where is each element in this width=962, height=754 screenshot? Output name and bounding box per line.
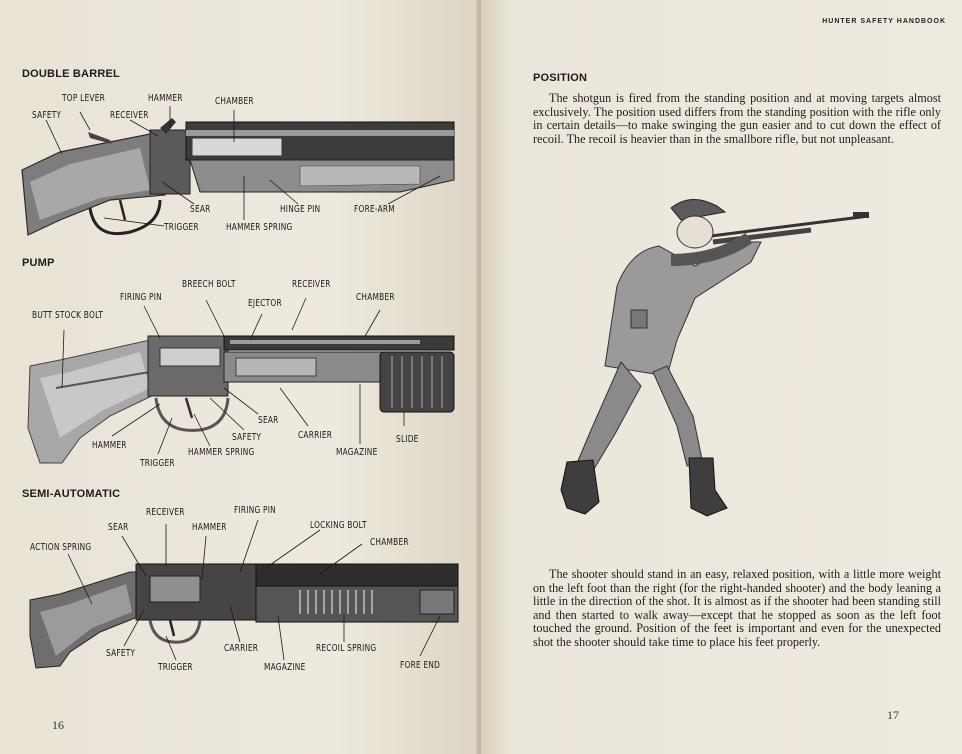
heading-pump: PUMP — [22, 257, 55, 269]
shooter-illustration — [560, 199, 870, 517]
running-head: HUNTER SAFETY HANDBOOK — [822, 18, 946, 25]
paragraph-1-text: The shotgun is fired from the standing p… — [533, 91, 941, 146]
label-top-lever: TOP LEVER — [62, 93, 106, 104]
label-trigger: TRIGGER — [164, 222, 199, 233]
label-magazine: MAGAZINE — [264, 662, 306, 673]
label-chamber: CHAMBER — [356, 292, 395, 303]
label-receiver: RECEIVER — [146, 507, 185, 518]
semi-automatic-shotgun-diagram — [29, 519, 459, 669]
label-carrier: CARRIER — [298, 430, 333, 441]
label-slide: SLIDE — [396, 434, 419, 445]
pump-shotgun-diagram — [27, 297, 455, 464]
label-firing-pin: FIRING PIN — [120, 292, 162, 303]
label-ejector: EJECTOR — [248, 298, 282, 309]
label-breech-bolt: BREECH BOLT — [182, 279, 236, 290]
label-sear: SEAR — [190, 204, 211, 215]
label-hammer-spring: HAMMER SPRING — [188, 447, 255, 458]
paragraph-1: The shotgun is fired from the standing p… — [533, 91, 941, 146]
heading-position: POSITION — [533, 72, 588, 84]
label-magazine: MAGAZINE — [336, 447, 378, 458]
label-fore-end: FORE END — [400, 660, 441, 671]
label-safety: SAFETY — [232, 432, 262, 443]
left-page: DOUBLE BARREL — [0, 0, 479, 754]
page-number-right: 17 — [887, 708, 899, 722]
label-recoil-spring: RECOIL SPRING — [316, 643, 377, 654]
label-hinge-pin: HINGE PIN — [280, 204, 321, 215]
label-fore-arm: FORE-ARM — [354, 204, 395, 215]
double-barrel-shotgun-diagram — [21, 106, 455, 236]
paragraph-2-text: The shooter should stand in an easy, rel… — [533, 567, 941, 649]
label-hammer: HAMMER — [92, 440, 127, 451]
label-chamber: CHAMBER — [215, 96, 254, 107]
paragraph-2: The shooter should stand in an easy, rel… — [533, 567, 941, 650]
page-number-left: 16 — [52, 718, 64, 732]
label-sear: SEAR — [108, 522, 129, 533]
label-chamber: CHAMBER — [370, 537, 409, 548]
label-hammer: HAMMER — [192, 522, 227, 533]
label-trigger: TRIGGER — [158, 662, 193, 673]
label-safety: SAFETY — [106, 648, 136, 659]
heading-semi-automatic: SEMI-AUTOMATIC — [22, 488, 121, 500]
label-receiver: RECEIVER — [110, 110, 149, 121]
label-sear: SEAR — [258, 415, 279, 426]
label-hammer-spring: HAMMER SPRING — [226, 222, 293, 233]
label-firing-pin: FIRING PIN — [234, 505, 276, 516]
label-action-spring: ACTION SPRING — [30, 542, 92, 553]
label-safety: SAFETY — [32, 110, 62, 121]
label-carrier: CARRIER — [224, 643, 259, 654]
label-hammer: HAMMER — [148, 93, 183, 104]
heading-double-barrel: DOUBLE BARREL — [22, 68, 120, 80]
book-gutter — [476, 0, 484, 754]
label-butt-stock-bolt: BUTT STOCK BOLT — [32, 310, 104, 321]
label-locking-bolt: LOCKING BOLT — [310, 520, 367, 531]
label-receiver: RECEIVER — [292, 279, 331, 290]
label-trigger: TRIGGER — [140, 458, 175, 469]
right-page: HUNTER SAFETY HANDBOOK POSITION The shot… — [481, 0, 962, 754]
